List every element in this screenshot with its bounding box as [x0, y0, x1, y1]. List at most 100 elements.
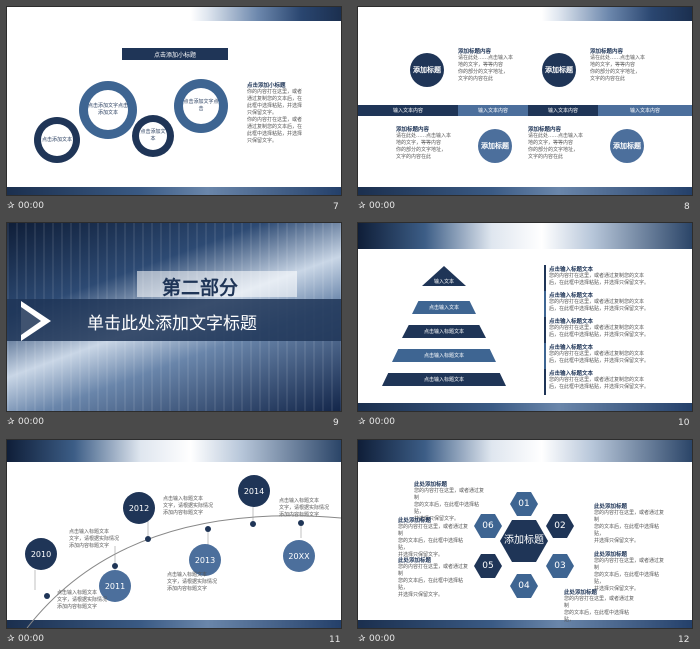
item-block: 添加标题内容 请在此处……点击输入本 地的文字，等等内容 你的部分的文字地址， …: [396, 125, 466, 161]
item-title: 此处添加标题: [398, 558, 432, 564]
item-line: 并选择只保留文字。: [594, 538, 640, 544]
side-line: 只保留文字。: [247, 110, 278, 116]
slide-thumbnail-7[interactable]: 点击添加小标题 点击添加文本 点击添加文字点击添加文本 点击添加文本 点击添加文…: [7, 7, 341, 195]
text-bar: 输入文本内容: [528, 105, 598, 116]
title-circle: 添加标题: [542, 53, 576, 87]
side-title: 点击添加小标题: [247, 83, 286, 89]
pyramid-level: 点击输入标题文本: [392, 349, 496, 362]
star-icon: ✰: [358, 634, 366, 644]
slide-title: 单击此处添加文字标题: [87, 314, 257, 334]
note-line: 文字，请根据实际情况: [167, 579, 218, 585]
slide-number: 9: [333, 418, 339, 428]
item-line: 并选择只保留文字。: [398, 592, 444, 598]
slide-thumbnail-9[interactable]: 第二部分 单击此处添加文字标题: [7, 223, 341, 411]
side-line: 你的内容打在这里，或者: [247, 117, 303, 123]
side-line: 通过复制您的文本后，在: [247, 96, 303, 102]
item-block: 添加标题内容 请在此处……点击输入本 地的文字，等等内容 你的部分的文字地址， …: [458, 47, 528, 83]
item-line: 请在此处……点击输入本: [458, 55, 514, 61]
slide-footer: ✰00:00: [358, 201, 395, 215]
note-line: 添加内容标题文字: [163, 510, 204, 516]
gear-icon: 点击添加文本: [132, 115, 174, 157]
side-line: 此框中选择粘贴，并选择: [247, 103, 303, 109]
year-marker: 2011: [99, 570, 131, 602]
side-line: 此框中选择粘贴，并选择: [247, 131, 303, 137]
slide-thumbnail-12[interactable]: 添加标题 01 02 03 04 05 06 此处添加标题 您的内容打在这里，或…: [358, 440, 692, 628]
pyramid-top: [422, 266, 466, 286]
title-circle: 添加标题: [410, 53, 444, 87]
arrow-cut: [21, 307, 41, 335]
item-title: 此处添加标题: [594, 504, 628, 510]
item-line: 后，在此框中选择粘贴，并选择只保留文字。: [549, 306, 650, 312]
note-line: 点击输入标题文本: [57, 590, 98, 596]
item-title: 点击输入标题文本: [549, 345, 594, 351]
pyramid-level: 点击输入标题文本: [382, 373, 506, 386]
item-title: 此处添加标题: [398, 518, 432, 524]
subtitle-text: 点击添加小标题: [153, 51, 196, 59]
gear-label: 点击添加文本: [41, 124, 73, 156]
note-line: 文字，请根据实际情况: [57, 597, 108, 603]
note-line: 添加内容标题文字: [167, 586, 208, 592]
text-bar: 输入文本内容: [598, 105, 692, 116]
item-title: 添加标题内容: [396, 127, 430, 133]
building-banner: [7, 440, 341, 462]
item-line: 您的文本后，在此框中选择粘贴，: [564, 610, 630, 623]
slide-thumbnail-10[interactable]: 输入文本 点击输入文本 点击输入标题文本 点击输入标题文本 点击输入标题文本 点…: [358, 223, 692, 411]
building-banner: [358, 223, 692, 249]
star-icon: ✰: [358, 201, 366, 211]
item-line: 并选择只保留文字。: [594, 586, 640, 592]
item-line: 后，在此框中选择粘贴，并选择只保留文字。: [549, 280, 650, 286]
pyramid-label: 输入文本: [433, 279, 454, 285]
item-line: 你的部分的文字地址，: [396, 147, 447, 153]
slide-time: 00:00: [369, 201, 395, 211]
building-banner: [358, 7, 692, 21]
item-line: 您的文本后，在此框中选择粘贴，: [594, 572, 660, 585]
item-line: 地的文字，等等内容: [590, 62, 636, 68]
star-icon: ✰: [7, 417, 15, 427]
item-title: 点击输入标题文本: [549, 371, 594, 377]
slide-footer: ✰00:00: [7, 634, 44, 648]
item-title: 添加标题内容: [590, 49, 624, 55]
note-line: 点击输入标题文本: [279, 498, 320, 504]
slide-number: 10: [678, 418, 690, 428]
pyramid-items: 点击输入标题文本 您的内容打在这里，或者通过复制您的文本 后，在此框中选择粘贴，…: [544, 265, 686, 395]
note-block: 点击输入标题文本 文字，请根据实际情况 添加内容标题文字: [163, 496, 213, 517]
item-line: 文字的内容在此: [458, 76, 494, 82]
item-line: 请在此处……点击输入本: [590, 55, 646, 61]
slide-thumbnail-8[interactable]: 添加标题 添加标题 添加标题 添加标题 输入文本内容 输入文本内容 输入文本内容…: [358, 7, 692, 195]
note-line: 点击输入标题文本: [69, 529, 110, 535]
slide-number: 8: [684, 202, 690, 212]
item-line: 您的内容打在这里，或者通过复制您的文本: [549, 273, 645, 279]
item-title: 添加标题内容: [458, 49, 492, 55]
pyramid-level: 点击输入标题文本: [402, 325, 486, 338]
item-line: 您的内容打在这里，或者通过复制: [594, 510, 665, 523]
item-title: 此处添加标题: [564, 590, 598, 596]
item-line: 您的内容打在这里，或者通过复制您的文本: [549, 325, 645, 331]
hexagon-03: 03: [546, 554, 574, 578]
gear-label: 点击添加文本: [139, 122, 167, 150]
year-marker: 2014: [238, 475, 270, 507]
slide-thumbnail-11[interactable]: 2010 2011 2012 2013 2014 20XX 点击输入标题文本 文…: [7, 440, 341, 628]
part-band: [137, 271, 297, 297]
item-line: 您的文本后，在此框中选择粘贴，: [594, 524, 660, 537]
hex-item: 此处添加标题 您的内容打在这里，或者通过复制 您的文本后，在此框中选择粘贴， 并…: [414, 480, 484, 523]
note-block: 点击输入标题文本 文字，请根据实际情况 添加内容标题文字: [57, 590, 107, 611]
title-circle: 添加标题: [610, 129, 644, 163]
item-line: 地的文字，等等内容: [458, 62, 504, 68]
slide-time: 00:00: [18, 417, 44, 427]
item-line: 您的文本后，在此框中选择粘贴，: [398, 578, 464, 591]
building-banner: [358, 403, 692, 411]
item-line: 您的内容打在这里，或者通过复制: [398, 564, 469, 577]
item-line: 你的部分的文字地址，: [528, 147, 579, 153]
item-line: 文字的内容在此: [528, 154, 564, 160]
item-line: 您的内容打在这里，或者通过复制: [594, 558, 665, 571]
item-title: 点击输入标题文本: [549, 267, 594, 273]
pyramid-item: 点击输入标题文本 您的内容打在这里，或者通过复制您的文本 后，在此框中选择粘贴，…: [544, 317, 686, 343]
note-line: 文字，请根据实际情况: [69, 536, 120, 542]
hexagon-02: 02: [546, 514, 574, 538]
gear-label: 点击添加文字点击: [183, 88, 219, 124]
item-line: 您的内容打在这里，或者通过复制: [398, 524, 469, 537]
title-circle: 添加标题: [478, 129, 512, 163]
item-line: 后，在此框中选择粘贴，并选择只保留文字。: [549, 332, 650, 338]
item-line: 地的文字，等等内容: [528, 140, 574, 146]
slide-footer: ✰00:00: [7, 201, 44, 215]
